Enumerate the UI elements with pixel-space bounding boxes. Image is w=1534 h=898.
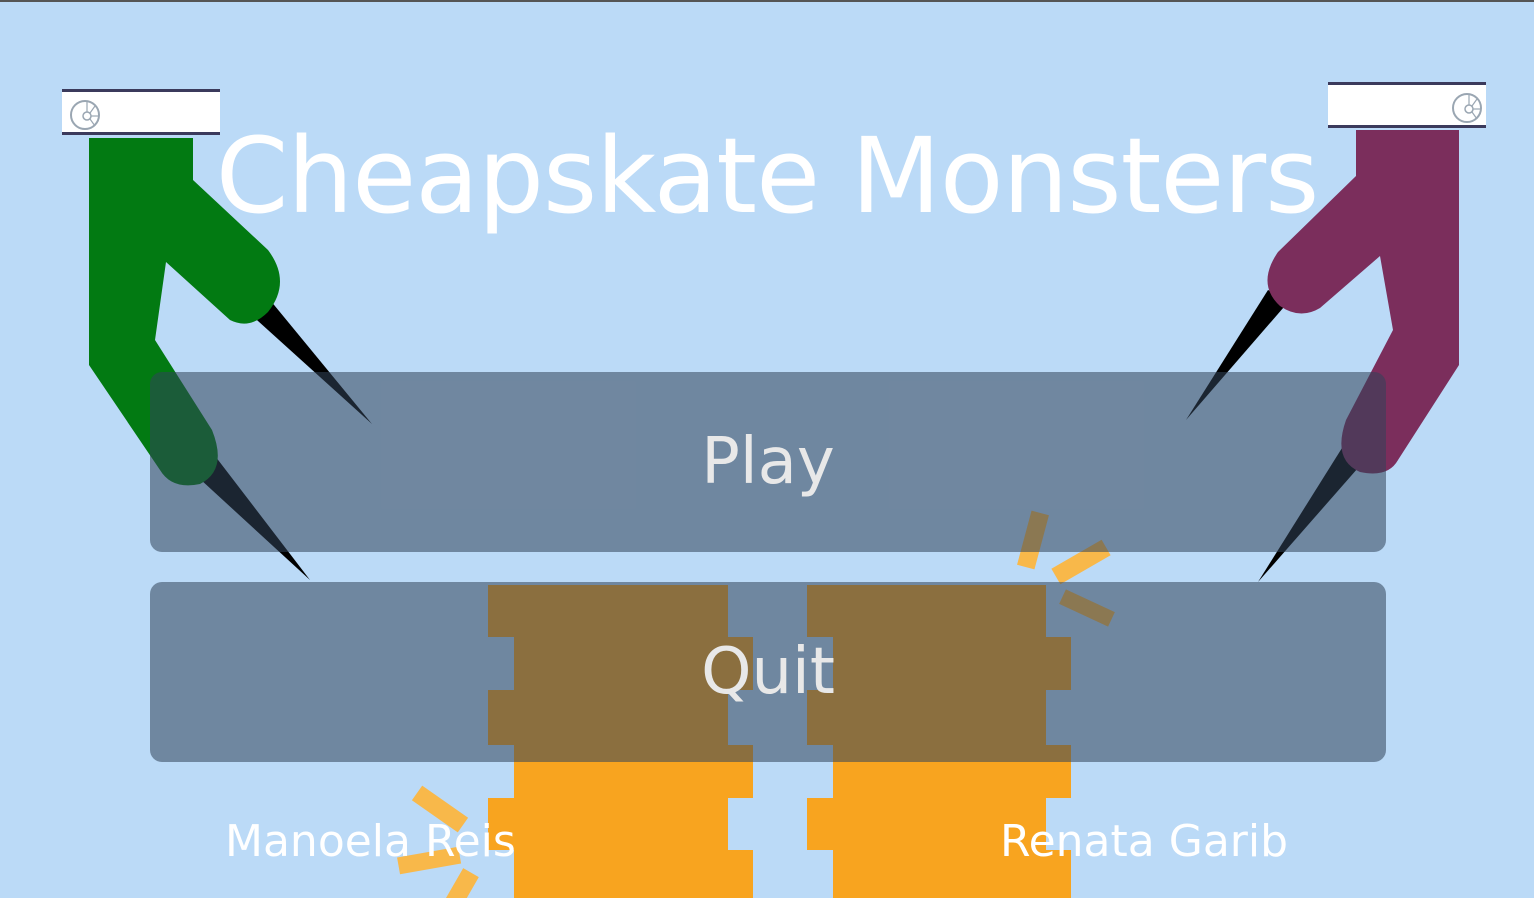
right-player-tag [1328, 82, 1486, 128]
gear-wheel-icon [68, 98, 102, 132]
credit-right-author: Renata Garib [1000, 816, 1289, 867]
gear-wheel-icon [1450, 91, 1484, 125]
quit-button-label: Quit [701, 635, 835, 709]
window-top-border [0, 0, 1534, 2]
quit-button[interactable]: Quit [150, 582, 1386, 762]
play-button-label: Play [701, 425, 835, 499]
sparkle-left [397, 785, 479, 898]
credit-left-author: Manoela Reis [225, 816, 516, 867]
game-title: Cheapskate Monsters [215, 115, 1320, 237]
play-button[interactable]: Play [150, 372, 1386, 552]
left-player-tag [62, 89, 220, 135]
